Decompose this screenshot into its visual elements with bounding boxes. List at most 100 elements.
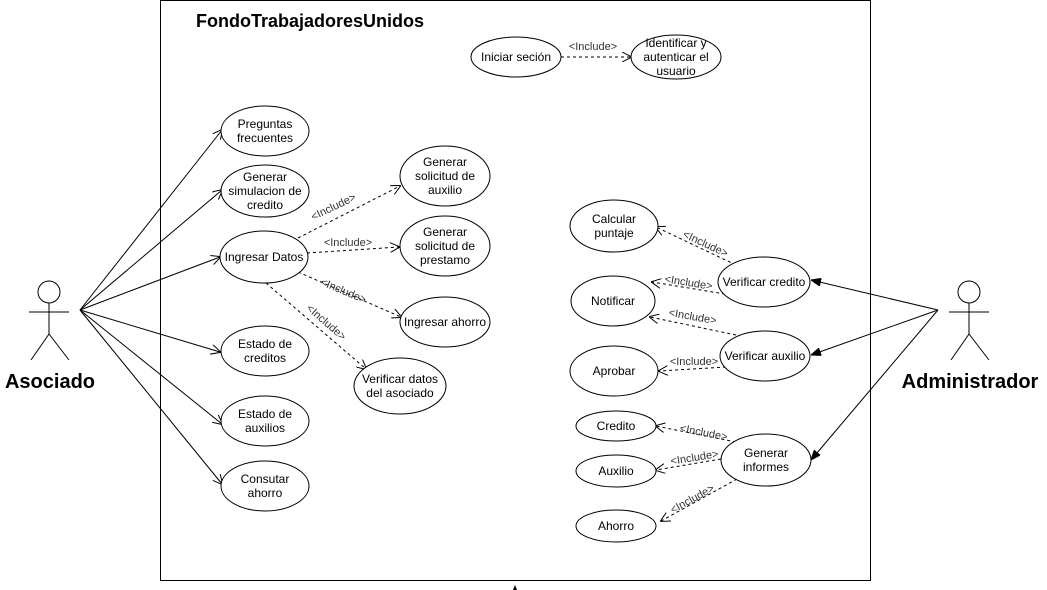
use-case-label-line: solicitud de [415, 169, 475, 183]
assoc-admin-generar-informes [811, 309, 939, 460]
use-case-ingresar-ahorro[interactable]: Ingresar ahorro [399, 296, 491, 348]
include-label: <Include> [569, 41, 617, 53]
use-case-verificar-credito[interactable]: Verificar credito [717, 256, 811, 308]
use-case-label-line: auxilio [428, 183, 462, 197]
dep-ingresar-verificar-datos [265, 282, 366, 369]
dep-informes-auxilio [656, 458, 722, 470]
use-case-credito[interactable]: Credito [575, 410, 657, 442]
use-case-label-line: Verificar datos [362, 372, 438, 386]
use-case-label-line: Auxilio [598, 464, 634, 478]
include-label: <Include> [304, 302, 348, 343]
svg-text:Aprobar: Aprobar [593, 364, 636, 378]
include-label: <Include> [664, 273, 714, 292]
administrador-associations [811, 280, 939, 460]
use-case-label-line: Preguntas [238, 117, 293, 131]
include-label: <Include> [319, 276, 368, 306]
use-case-auxilio[interactable]: Auxilio [575, 454, 657, 488]
assoc-asociado-ingresar-datos [79, 257, 220, 311]
use-case-label-line: Generar [423, 155, 467, 169]
include-label: <Include> [324, 237, 372, 249]
use-case-label-line: Aprobar [593, 364, 636, 378]
use-case-label-line: del asociado [366, 386, 434, 400]
use-case-label-line: Generar [423, 225, 467, 239]
system-boundary [160, 0, 871, 581]
svg-text:Verificar auxilio: Verificar auxilio [725, 349, 806, 363]
use-case-label-line: Calcular [592, 212, 636, 226]
svg-text:Ingresar Datos: Ingresar Datos [225, 250, 304, 264]
actor-administrador[interactable] [949, 280, 990, 361]
assoc-asociado-estado-auxilios [79, 309, 222, 424]
use-case-aprobar[interactable]: Aprobar [569, 345, 659, 397]
use-case-label-line: autenticar el [643, 50, 708, 64]
use-case-label-line: creditos [244, 351, 286, 365]
use-case-label-line: credito [247, 198, 283, 212]
use-case-label-line: Estado de [238, 337, 292, 351]
svg-text:Verificar credito: Verificar credito [723, 275, 806, 289]
use-case-label-line: Credito [597, 419, 636, 433]
include-label: <Include> [669, 482, 717, 516]
use-case-label-line: Consutar [241, 472, 290, 486]
assoc-asociado-simulacion [79, 190, 222, 311]
dep-ingresar-ingresar-ahorro [297, 271, 401, 317]
dep-vcredito-notificar [652, 282, 732, 296]
use-case-ahorro[interactable]: Ahorro [575, 509, 657, 543]
assoc-asociado-consultar-ahorro [79, 309, 222, 484]
assoc-asociado-preguntas [79, 130, 222, 311]
svg-text:Iniciar seción: Iniciar seción [481, 50, 551, 64]
use-case-verificar-auxilio[interactable]: Verificar auxilio [719, 330, 811, 382]
svg-text:Ingresar ahorro: Ingresar ahorro [404, 315, 486, 329]
use-case-label-line: frecuentes [237, 131, 293, 145]
use-case-label-line: Generar [744, 446, 788, 460]
use-case-label-line: puntaje [594, 226, 634, 240]
svg-text:Ahorro: Ahorro [598, 519, 634, 533]
use-case-label-line: auxilios [245, 421, 285, 435]
use-case-label-line: prestamo [420, 253, 470, 267]
use-case-label-line: Ahorro [598, 519, 634, 533]
assoc-asociado-estado-creditos [79, 309, 220, 352]
use-case-label-line: simulacion de [228, 184, 302, 198]
use-case-label-line: informes [743, 460, 789, 474]
use-case-label-line: Iniciar seción [481, 50, 551, 64]
assoc-admin-verificar-credito [811, 280, 939, 311]
use-case-iniciar-sesion[interactable]: Iniciar seción [470, 36, 562, 78]
use-case-notificar[interactable]: Notificar [570, 275, 656, 327]
use-case-label-line: Identificar y [645, 36, 706, 50]
include-label: <Include> [309, 191, 358, 223]
svg-text:Credito: Credito [597, 419, 636, 433]
use-case-label-line: Ingresar Datos [225, 250, 304, 264]
dep-vauxilio-notificar [650, 317, 737, 336]
dep-informes-credito [656, 426, 737, 443]
use-case-label-line: Verificar auxilio [725, 349, 806, 363]
dep-vcredito-calcular [656, 227, 737, 266]
actor-asociado[interactable] [29, 280, 70, 361]
use-case-ingresar-datos[interactable]: Ingresar Datos [219, 230, 309, 284]
use-case-label-line: Verificar credito [723, 275, 806, 289]
dep-informes-ahorro [661, 478, 738, 521]
include-label: <Include> [679, 423, 729, 444]
use-case-label-line: Ingresar ahorro [404, 315, 486, 329]
actor-label-asociado: Asociado [5, 371, 95, 393]
include-label: <Include> [670, 356, 718, 368]
use-case-label-line: Generar [243, 170, 287, 184]
include-labels: <Include> <Include> <Include> <Include> … [304, 41, 730, 516]
